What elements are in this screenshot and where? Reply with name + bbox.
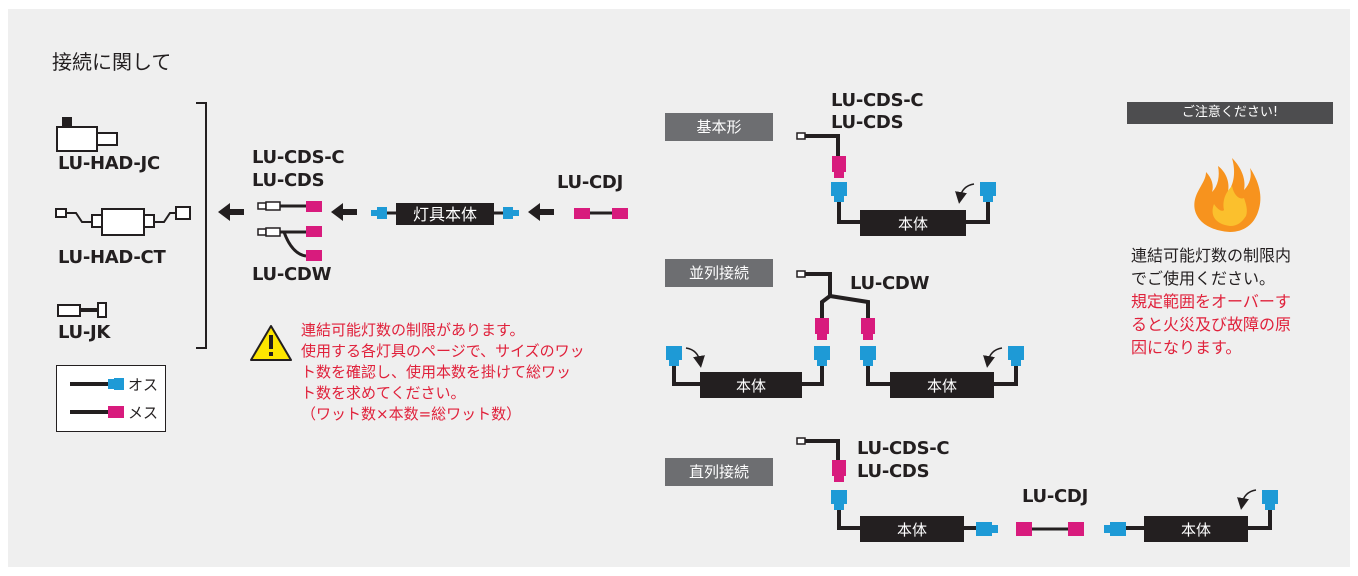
legend-male-connector-icon	[70, 378, 124, 390]
series-label-lu-cdj: LU-CDJ	[1022, 486, 1088, 507]
warning-line-2: 使用する各灯具のページで、サイズのワッ	[301, 342, 585, 360]
tag-basic: 基本形	[665, 113, 773, 141]
device-label-jk: LU-JK	[58, 322, 111, 343]
basic-diagram	[796, 132, 996, 236]
label-lu-cds-c: LU-CDS-C	[252, 147, 345, 168]
series-diagram	[796, 437, 1278, 542]
had-jc-device-icon	[56, 117, 118, 152]
lu-cdj-cable-icon	[574, 208, 628, 219]
label-lu-cdw: LU-CDW	[252, 264, 332, 285]
series-label-lu-cds: LU-CDS	[857, 461, 930, 482]
connector-legend	[56, 365, 166, 432]
warning-text: 連結可能灯数の制限があります。 使用する各灯具のページで、サイズのワッ ト数を確…	[301, 320, 585, 425]
lamp-body	[371, 203, 519, 225]
basic-label-lu-cds-c: LU-CDS-C	[831, 90, 924, 111]
parallel-diagram	[666, 270, 1024, 398]
caution-note-line-3: 規定範囲をオーバーす	[1131, 292, 1291, 311]
arrow-icon	[218, 203, 554, 221]
warning-line-5: （ワット数×本数=総ワット数）	[301, 405, 522, 423]
warning-line-4: ト数を求めてください。	[301, 384, 466, 402]
label-lu-cds: LU-CDS	[252, 170, 325, 191]
device-label-had-jc: LU-HAD-JC	[58, 153, 160, 174]
caution-heading: ご注意ください!	[1127, 102, 1333, 124]
caution-note-line-4: ると火災及び故障の原	[1131, 315, 1292, 334]
basic-body-label: 本体	[898, 215, 928, 233]
legend-female-connector-icon	[70, 406, 124, 418]
caution-note: 連結可能灯数の制限内 でご使用ください。 規定範囲をオーバーす ると火災及び故障…	[1131, 244, 1291, 359]
tag-series: 直列接続	[665, 458, 773, 486]
label-lu-cdj: LU-CDJ	[557, 172, 623, 193]
warning-icon	[250, 325, 292, 361]
series-body-2-label: 本体	[1181, 521, 1211, 539]
jk-device-icon	[57, 302, 107, 318]
parallel-body-1-label: 本体	[736, 377, 766, 395]
had-ct-device-icon	[55, 206, 191, 236]
page-title: 接続に関して	[52, 50, 172, 74]
lamp-body-label: 灯具本体	[413, 205, 477, 224]
caution-note-line-5: 因になります。	[1131, 338, 1242, 357]
device-bracket	[196, 102, 207, 349]
tag-parallel: 並列接続	[665, 259, 773, 287]
parallel-label-lu-cdw: LU-CDW	[850, 273, 930, 294]
legend-male-label: オス	[128, 376, 159, 394]
caution-note-line-1: 連結可能灯数の制限内	[1131, 246, 1292, 265]
legend-female-label: メス	[128, 404, 159, 422]
basic-label-lu-cds: LU-CDS	[831, 112, 904, 133]
fire-icon	[1194, 158, 1261, 232]
warning-line-1: 連結可能灯数の制限があります。	[301, 321, 525, 339]
device-label-had-ct: LU-HAD-CT	[58, 247, 166, 268]
series-label-lu-cds-c: LU-CDS-C	[857, 438, 950, 459]
warning-line-3: ト数を確認し、使用本数を掛けて総ワッ	[301, 363, 572, 381]
caution-note-line-2: でご使用ください。	[1131, 269, 1276, 288]
lu-cdw-cable-icon	[257, 226, 322, 261]
series-body-1-label: 本体	[897, 521, 927, 539]
lu-cds-cable-icon	[257, 201, 322, 212]
parallel-body-2-label: 本体	[927, 377, 957, 395]
